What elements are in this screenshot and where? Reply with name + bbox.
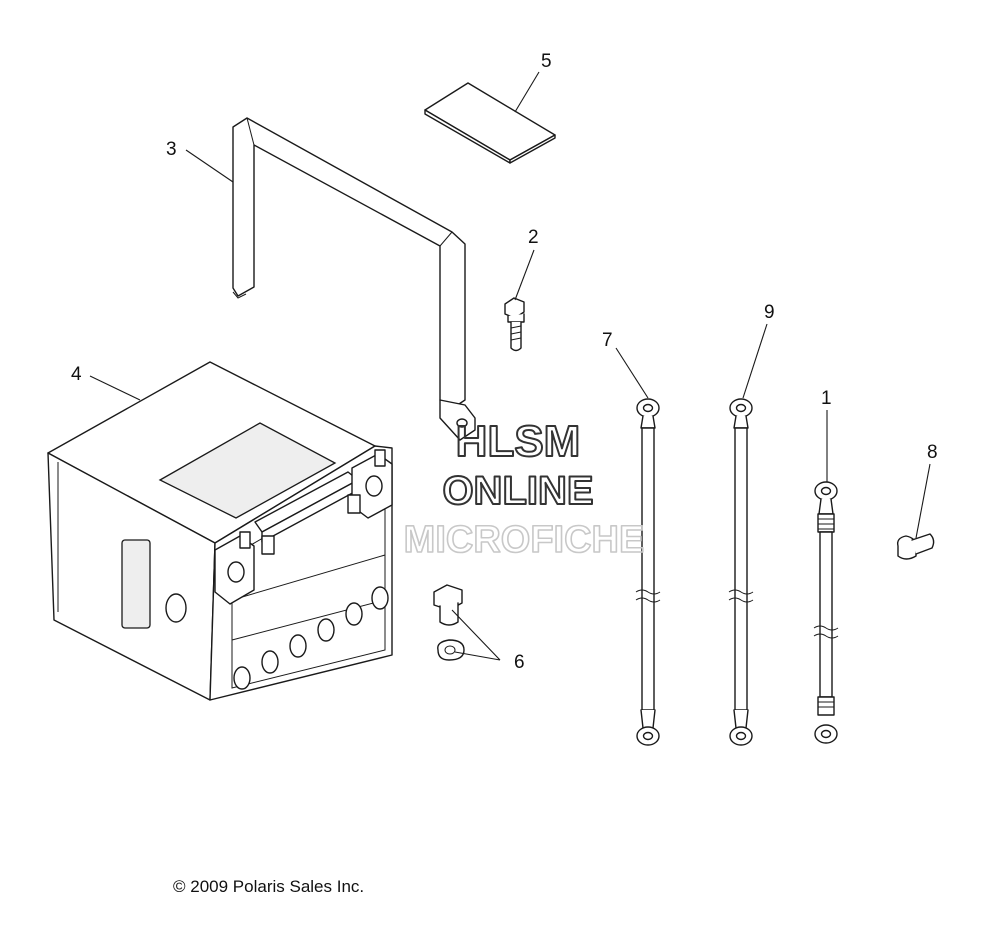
callout-5: 5 bbox=[541, 51, 552, 72]
terminal-nut bbox=[437, 639, 465, 661]
watermark-line-3: MICROFICHE bbox=[404, 519, 645, 561]
battery-pad bbox=[424, 82, 556, 164]
battery-strap bbox=[232, 117, 476, 441]
battery-cable-7 bbox=[635, 398, 661, 746]
callout-9: 9 bbox=[764, 302, 775, 323]
battery-cable-9 bbox=[728, 398, 754, 746]
callout-6: 6 bbox=[514, 652, 525, 673]
watermark-line-1: HLSM bbox=[456, 417, 581, 466]
callout-numbers: 1 2 3 4 5 6 7 8 9 bbox=[71, 51, 938, 673]
terminal-bolt bbox=[433, 584, 463, 626]
leader-lines bbox=[89, 71, 931, 661]
callout-1: 1 bbox=[821, 388, 832, 409]
watermark-line-2: ONLINE bbox=[442, 469, 593, 513]
callout-4: 4 bbox=[71, 364, 82, 385]
battery bbox=[47, 361, 393, 701]
callout-7: 7 bbox=[602, 330, 613, 351]
callout-8: 8 bbox=[927, 442, 938, 463]
strap-bolt bbox=[504, 297, 525, 352]
copyright-notice: © 2009 Polaris Sales Inc. bbox=[173, 877, 365, 896]
callout-2: 2 bbox=[528, 227, 539, 248]
callout-3: 3 bbox=[166, 139, 177, 160]
watermark: HLSM ONLINE MICROFICHE bbox=[403, 416, 645, 562]
battery-cable-1 bbox=[813, 481, 839, 744]
ground-bolt bbox=[896, 533, 935, 560]
